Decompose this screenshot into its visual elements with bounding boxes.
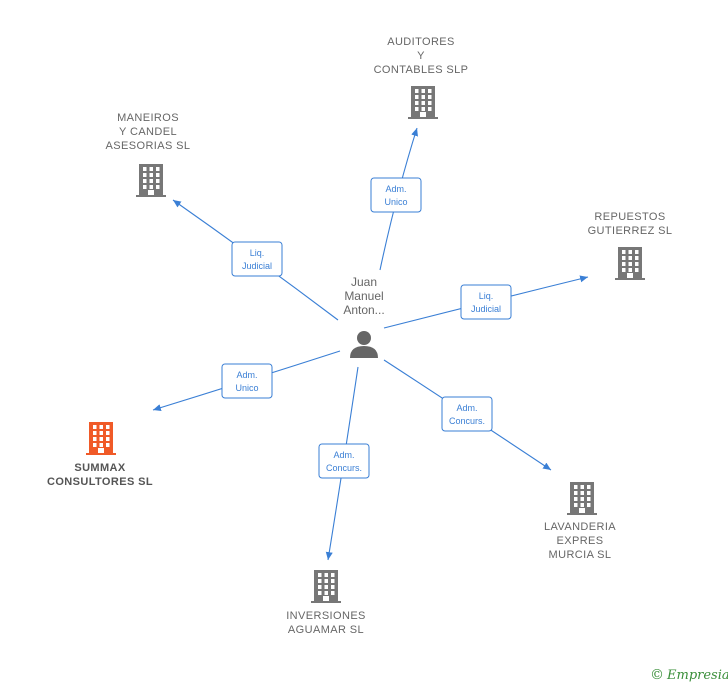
edge-label-text: Judicial [471,304,501,314]
company-node-repuestos[interactable]: REPUESTOS GUTIERREZ SL [588,211,673,280]
edge-label-box[interactable] [370,177,422,213]
company-name-line[interactable]: EXPRES [556,535,603,547]
edge-label-box[interactable] [441,396,493,432]
edge-label-box[interactable] [221,363,273,399]
edge-label-text: Concurs. [449,416,485,426]
building-icon [311,570,341,603]
building-icon [86,422,116,455]
edge-label-text: Concurs. [326,463,362,473]
brand-logo-text: Empresia [666,668,728,683]
edge-label-box[interactable] [231,241,283,277]
copyright-symbol: © [650,667,664,683]
company-node-maneiros[interactable]: MANEIROS Y CANDEL ASESORIAS SL [106,112,191,197]
edge-label-text: Adm. [456,403,477,413]
edge-maneiros: Liq. Judicial [172,199,339,321]
company-name-line[interactable]: CONTABLES SLP [374,64,469,76]
building-icon [408,86,438,119]
company-name-line[interactable]: Y CANDEL [119,126,177,138]
edge-summax: Adm. Unico [152,350,341,412]
company-name-line[interactable]: AGUAMAR SL [288,624,364,636]
edge-label-box[interactable] [460,284,512,320]
edge-label-text: Adm. [385,184,406,194]
building-icon [615,247,645,280]
company-name-line[interactable]: MANEIROS [117,112,179,124]
edge-repuestos: Liq. Judicial [383,275,589,329]
company-name-line[interactable]: LAVANDERIA [544,521,616,533]
edge-inversiones: Adm. Concurs. [318,366,370,561]
person-name-line[interactable]: Manuel [344,289,383,303]
company-name-line[interactable]: AUDITORES [387,36,455,48]
company-node-summax[interactable]: SUMMAX CONSULTORES SL [47,422,153,488]
company-node-inversiones[interactable]: INVERSIONES AGUAMAR SL [286,570,366,636]
company-name-line[interactable]: Y [417,50,425,62]
company-name-line[interactable]: CONSULTORES SL [47,476,153,488]
company-name-line[interactable]: ASESORIAS SL [106,140,191,152]
person-node[interactable]: JuanManuelAnton... [343,275,385,358]
person-name-line[interactable]: Anton... [343,303,384,317]
edge-label-text: Liq. [479,291,494,301]
company-node-lavanderia[interactable]: LAVANDERIA EXPRES MURCIA SL [544,482,616,561]
watermark: © Empresia [650,667,728,683]
person-icon [350,331,378,358]
edge-lavanderia: Adm. Concurs. [383,359,552,471]
company-name-line[interactable]: GUTIERREZ SL [588,225,673,237]
building-icon [136,164,166,197]
edge-label-text: Adm. [236,370,257,380]
edge-label-text: Judicial [242,261,272,271]
company-name-line[interactable]: INVERSIONES [286,610,366,622]
edge-auditores: Adm. Unico [370,127,422,271]
company-name-line[interactable]: REPUESTOS [594,211,665,223]
edge-label-text: Unico [384,197,407,207]
edge-label-text: Liq. [250,248,265,258]
building-icon [567,482,597,515]
edge-label-text: Adm. [333,450,354,460]
edge-label-box[interactable] [318,443,370,479]
person-name-line[interactable]: Juan [351,275,377,289]
company-name-line[interactable]: SUMMAX [74,462,126,474]
edge-label-text: Unico [235,383,258,393]
company-node-auditores[interactable]: AUDITORES Y CONTABLES SLP [374,36,469,119]
company-name-line[interactable]: MURCIA SL [549,549,612,561]
